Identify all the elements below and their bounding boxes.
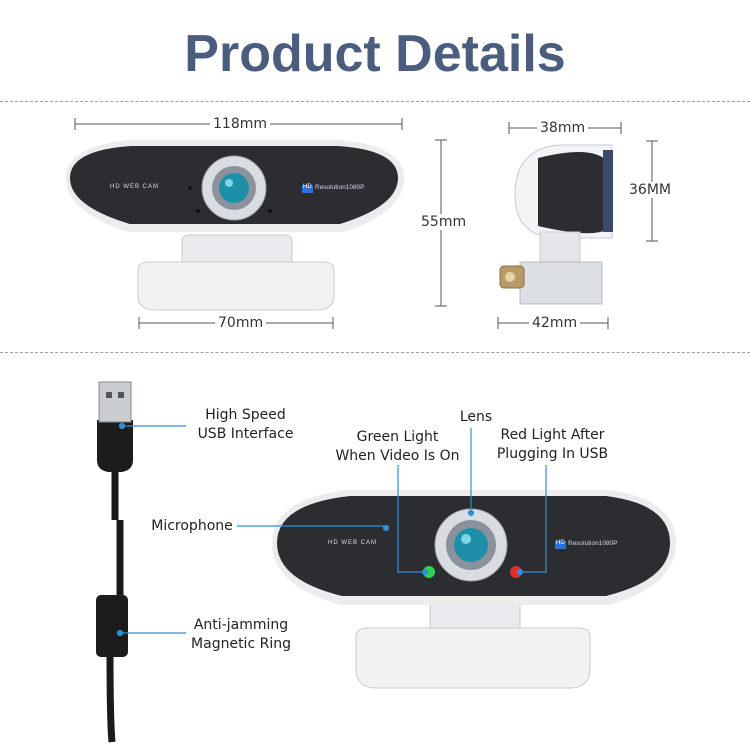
hd-badge-bottom: HD — [556, 540, 565, 546]
microphone-label: Microphone — [151, 518, 233, 534]
red-led — [510, 566, 522, 578]
usb-interface-label: High Speed USB Interface — [197, 407, 294, 442]
dimension-side-height: 36MM — [626, 182, 674, 198]
camera-model-text-bottom: HD WEB CAM — [328, 540, 377, 546]
hd-badge: HD — [303, 184, 312, 190]
middle-divider — [0, 352, 750, 353]
lens-label: Lens — [459, 409, 493, 425]
top-divider — [0, 101, 750, 102]
dimension-side-depth: 38mm — [537, 120, 589, 136]
magnetic-ring-label: Anti-jamming Magnetic Ring — [191, 617, 291, 652]
green-light-label: Green Light When Video Is On — [335, 429, 460, 464]
dimension-base-width: 70mm — [215, 315, 267, 331]
page-title: Product Details — [184, 25, 566, 83]
dimension-height: 55mm — [418, 214, 470, 230]
side-camera — [499, 144, 613, 305]
resolution-text-bottom: Resolution1080P — [568, 540, 618, 547]
red-light-label: Red Light After Plugging In USB — [496, 427, 609, 462]
dimension-front-width: 118mm — [210, 116, 270, 132]
front-camera-bottom — [272, 490, 676, 689]
front-camera-top — [66, 140, 404, 311]
resolution-text: Resolution1080P — [315, 184, 365, 191]
dimension-side-base: 42mm — [529, 315, 581, 331]
green-led — [423, 566, 435, 578]
camera-model-text: HD WEB CAM — [110, 184, 159, 190]
usb-cable — [96, 381, 133, 743]
